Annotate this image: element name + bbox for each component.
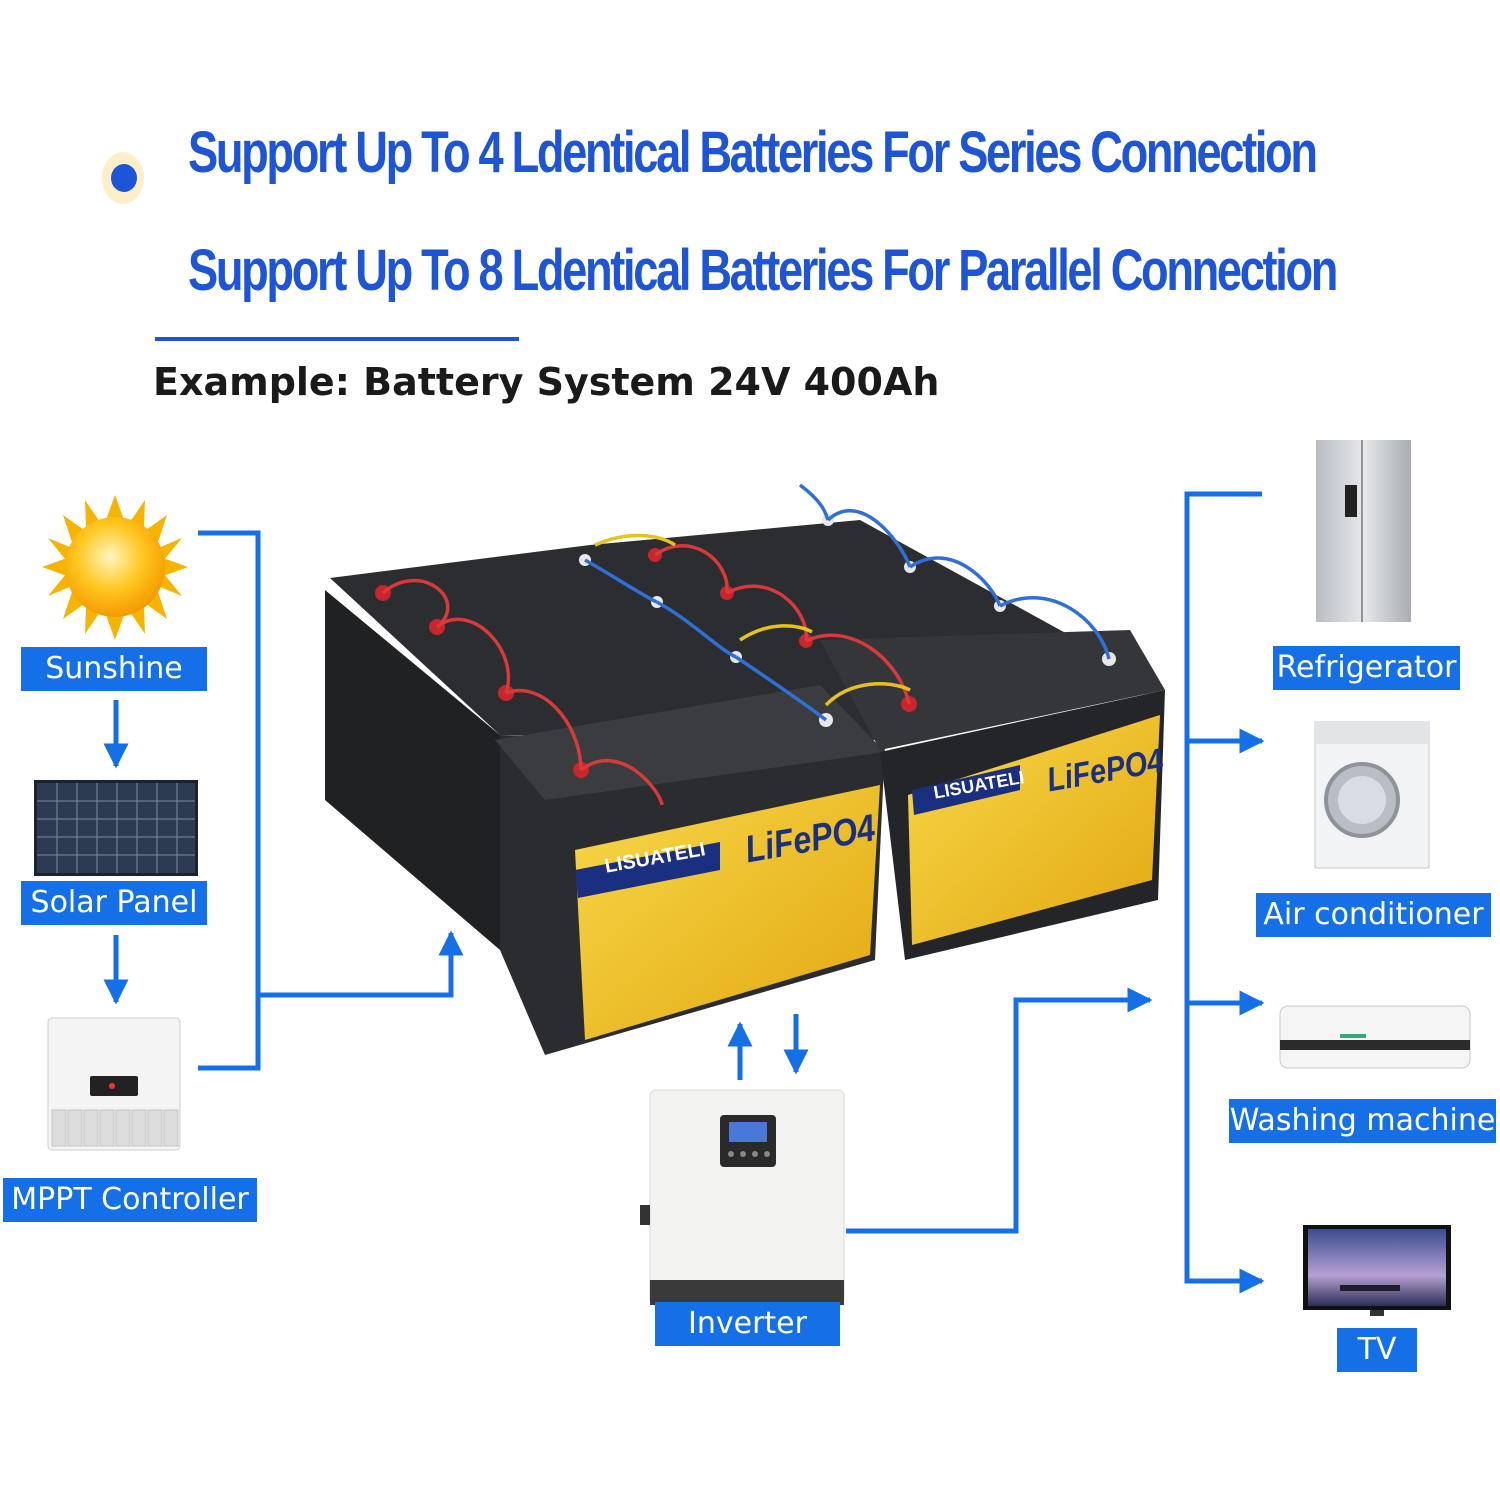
bullet-dot [111, 164, 137, 192]
refrigerator-icon [1316, 440, 1411, 622]
label-refrigerator: Refrigerator [1273, 646, 1460, 690]
inverter-icon [640, 1089, 845, 1306]
label-inverter: Inverter [655, 1302, 840, 1346]
air-conditioner-icon [1279, 1005, 1471, 1069]
label-tv: TV [1337, 1328, 1417, 1372]
label-mppt-controller: MPPT Controller [3, 1178, 257, 1222]
headline-parallel: Support Up To 8 Ldentical Batteries For … [188, 238, 1338, 303]
connector-lines [103, 491, 1265, 1294]
washing-machine-icon [1314, 721, 1430, 869]
label-washing-machine: Washing machine [1229, 1099, 1496, 1143]
headline-series: Support Up To 4 Ldentical Batteries For … [188, 120, 1318, 185]
label-solar-panel: Solar Panel [21, 881, 207, 925]
sun-icon [42, 495, 188, 640]
battery-bank-image [325, 483, 1165, 1055]
label-air-conditioner: Air conditioner [1256, 893, 1491, 937]
divider-line [155, 337, 519, 341]
label-sunshine: Sunshine [21, 647, 207, 691]
example-caption: Example: Battery System 24V 400Ah [153, 360, 940, 404]
tv-icon [1303, 1225, 1451, 1316]
mppt-controller-icon [47, 1017, 181, 1151]
solar-panel-icon [34, 780, 198, 876]
